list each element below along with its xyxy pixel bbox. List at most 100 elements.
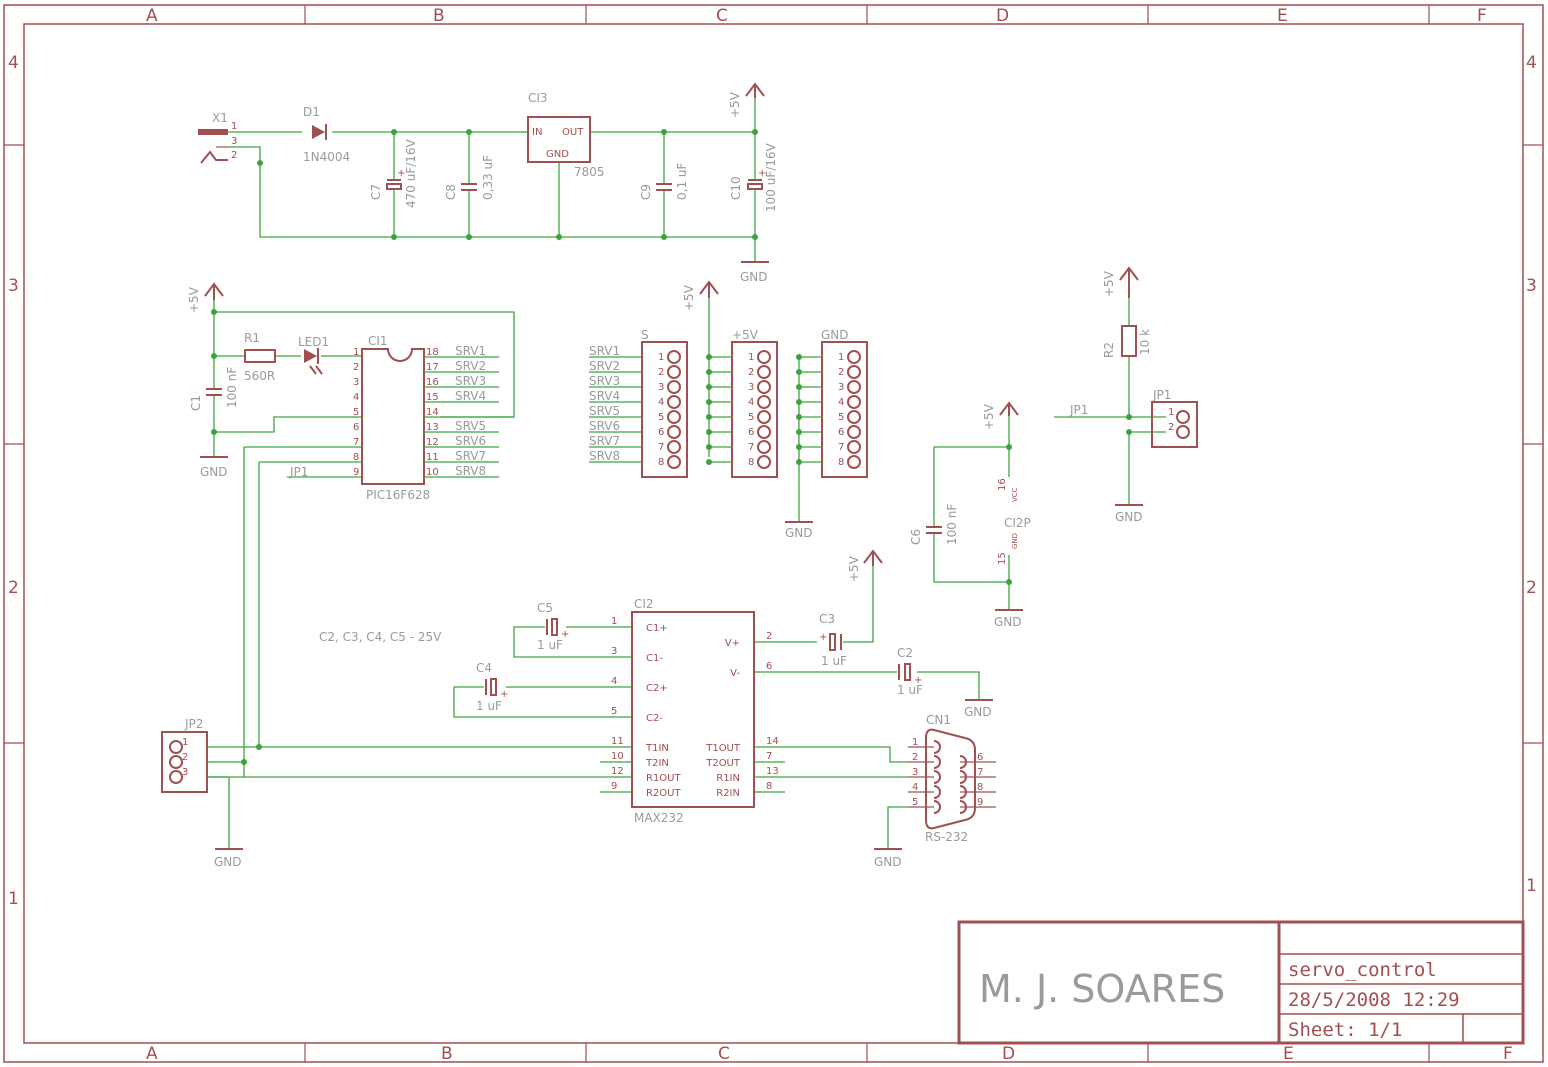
cn1-label: CN1 xyxy=(926,713,951,727)
col-label-e-bottom: E xyxy=(1283,1044,1294,1064)
power-supply-section: X1 1 3 2 D1 1N4004 + C7 470 uF/16V C8 0,… xyxy=(198,82,778,284)
header-gnd-pin-number: 6 xyxy=(838,427,844,438)
header-s-pin-number: 8 xyxy=(658,457,664,468)
c9-label: C9 xyxy=(639,184,653,200)
pic-left-pin-number: 3 xyxy=(353,377,359,388)
supply-gnd-label: GND xyxy=(740,270,768,284)
max232-right-pin-name: V- xyxy=(730,668,740,679)
header-5v-pin xyxy=(757,440,771,454)
header-5v-label: +5V xyxy=(732,328,759,342)
col-label-f-top: F xyxy=(1477,6,1487,26)
header-5v-pin-number: 2 xyxy=(748,367,754,378)
x1-pin-2: 2 xyxy=(231,150,237,161)
max232-left-pin-name: C2+ xyxy=(646,683,668,694)
vcc-arrow-servo: +5V xyxy=(682,280,719,311)
capacitor-c1: C1 100 nF xyxy=(189,367,239,411)
led-led1: LED1 xyxy=(298,335,329,375)
jumper-jp2: JP2 1 2 3 GND xyxy=(161,717,243,869)
servo-net-label: SRV8 xyxy=(589,449,620,463)
max232-left-pin-number: 1 xyxy=(611,616,617,627)
capacitor-c2: + C2 1 uF xyxy=(897,646,923,697)
header-gnd-pin xyxy=(847,410,861,424)
mcu-vcc-label: +5V xyxy=(187,286,201,313)
d1-value: 1N4004 xyxy=(303,150,350,164)
header-5v-pin-number: 5 xyxy=(748,412,754,423)
header-5v-pin xyxy=(757,395,771,409)
ci3-in: IN xyxy=(532,127,542,138)
row-label-3-right: 3 xyxy=(1526,276,1537,296)
max232-right-pin-number: 6 xyxy=(766,661,772,672)
diode-d1: D1 1N4004 xyxy=(303,105,350,164)
max232-right-pin-name: R2IN xyxy=(716,788,740,799)
servo-gnd-label: GND xyxy=(785,526,813,540)
x1-pin-1: 1 xyxy=(231,121,237,132)
max232-right-pin-name: T1OUT xyxy=(705,743,741,754)
pic-right-pin-number: 16 xyxy=(426,377,439,388)
cn1-right-pin-number: 7 xyxy=(977,767,983,778)
jumper-jp1: JP1 1 2 xyxy=(1151,388,1198,448)
c1-label: C1 xyxy=(189,395,203,411)
jp1-net-label-mcu: JP1 xyxy=(289,465,308,479)
vcc-arrow-supply: +5V xyxy=(728,82,765,118)
header-s-pin xyxy=(667,455,681,469)
header-gnd xyxy=(821,341,868,478)
cn1-left-pin-number: 1 xyxy=(912,737,918,748)
header-gnd-pin xyxy=(847,350,861,364)
col-label-e-top: E xyxy=(1277,6,1288,26)
max232-section: C2, C3, C4, C5 - 25V CI2 MAX232 xyxy=(207,446,993,849)
max232-left-pin-number: 5 xyxy=(611,706,617,717)
cn1-left-pin-number: 2 xyxy=(912,752,918,763)
servo-net-label: SRV5 xyxy=(589,404,620,418)
max232-gnd-label: GND xyxy=(964,705,992,719)
header-gnd-pin xyxy=(847,440,861,454)
max232-left-pin-number: 11 xyxy=(611,736,624,747)
header-gnd-pin-number: 2 xyxy=(838,367,844,378)
c2-label: C2 xyxy=(897,646,913,660)
jp1-label: JP1 xyxy=(1152,388,1171,402)
header-s-label: S xyxy=(641,328,649,342)
pic-right-pin-number: 17 xyxy=(426,362,439,373)
cn1-left-pin-number: 4 xyxy=(912,782,918,793)
max232-left-pin-name: C2- xyxy=(646,713,663,724)
pic-right-pin-number: 12 xyxy=(426,437,439,448)
c4-value: 1 uF xyxy=(476,699,502,713)
r2-value: 10 k xyxy=(1138,329,1152,355)
servo-net-label: SRV3 xyxy=(589,374,620,388)
header-5v xyxy=(731,341,778,478)
pic-net-label: SRV3 xyxy=(455,374,486,388)
max232-right-pin-name: V+ xyxy=(725,638,740,649)
svg-text:+: + xyxy=(914,675,922,686)
max232-right-pin-number: 2 xyxy=(766,631,772,642)
col-label-b-top: B xyxy=(433,6,445,26)
max232-ic: CI2 MAX232 1C1+3C1-4C2+5C2-11T1IN10T2IN1… xyxy=(611,597,779,825)
pic-net-label: SRV6 xyxy=(455,434,486,448)
cn1-value: RS-232 xyxy=(925,830,968,844)
pic-net-label: SRV4 xyxy=(455,389,486,403)
r1-label: R1 xyxy=(244,331,260,345)
jp2-pin-3: 3 xyxy=(182,767,188,778)
ci2p-pin15-name: GND xyxy=(1011,533,1019,549)
resistor-r2: R2 10 k xyxy=(1102,325,1152,358)
servo-vcc-label: +5V xyxy=(682,284,696,311)
svg-text:+: + xyxy=(561,629,569,640)
cn1-gnd-label: GND xyxy=(874,855,902,869)
header-5v-pin xyxy=(757,410,771,424)
svg-text:+: + xyxy=(758,168,766,179)
header-s-pin-number: 7 xyxy=(658,442,664,453)
col-label-c-bottom: C xyxy=(718,1044,730,1064)
col-label-a-top: A xyxy=(146,6,158,26)
header-5v-pin xyxy=(757,380,771,394)
servo-net-label: SRV7 xyxy=(589,434,620,448)
row-label-3-left: 3 xyxy=(8,276,19,296)
svg-text:+: + xyxy=(500,689,508,700)
ci2p-power-section: +5V C6 100 nF 16 VCC CI2P GND 15 GND xyxy=(909,401,1031,629)
svg-text:+: + xyxy=(819,632,827,643)
header-5v-pin-number: 3 xyxy=(748,382,754,393)
ci2p-label: CI2P xyxy=(1004,516,1031,530)
max232-left-pin-number: 4 xyxy=(611,676,617,687)
max232-left-pin-name: R1OUT xyxy=(646,773,682,784)
header-gnd-pin-number: 5 xyxy=(838,412,844,423)
max232-right-pin-number: 14 xyxy=(766,736,779,747)
